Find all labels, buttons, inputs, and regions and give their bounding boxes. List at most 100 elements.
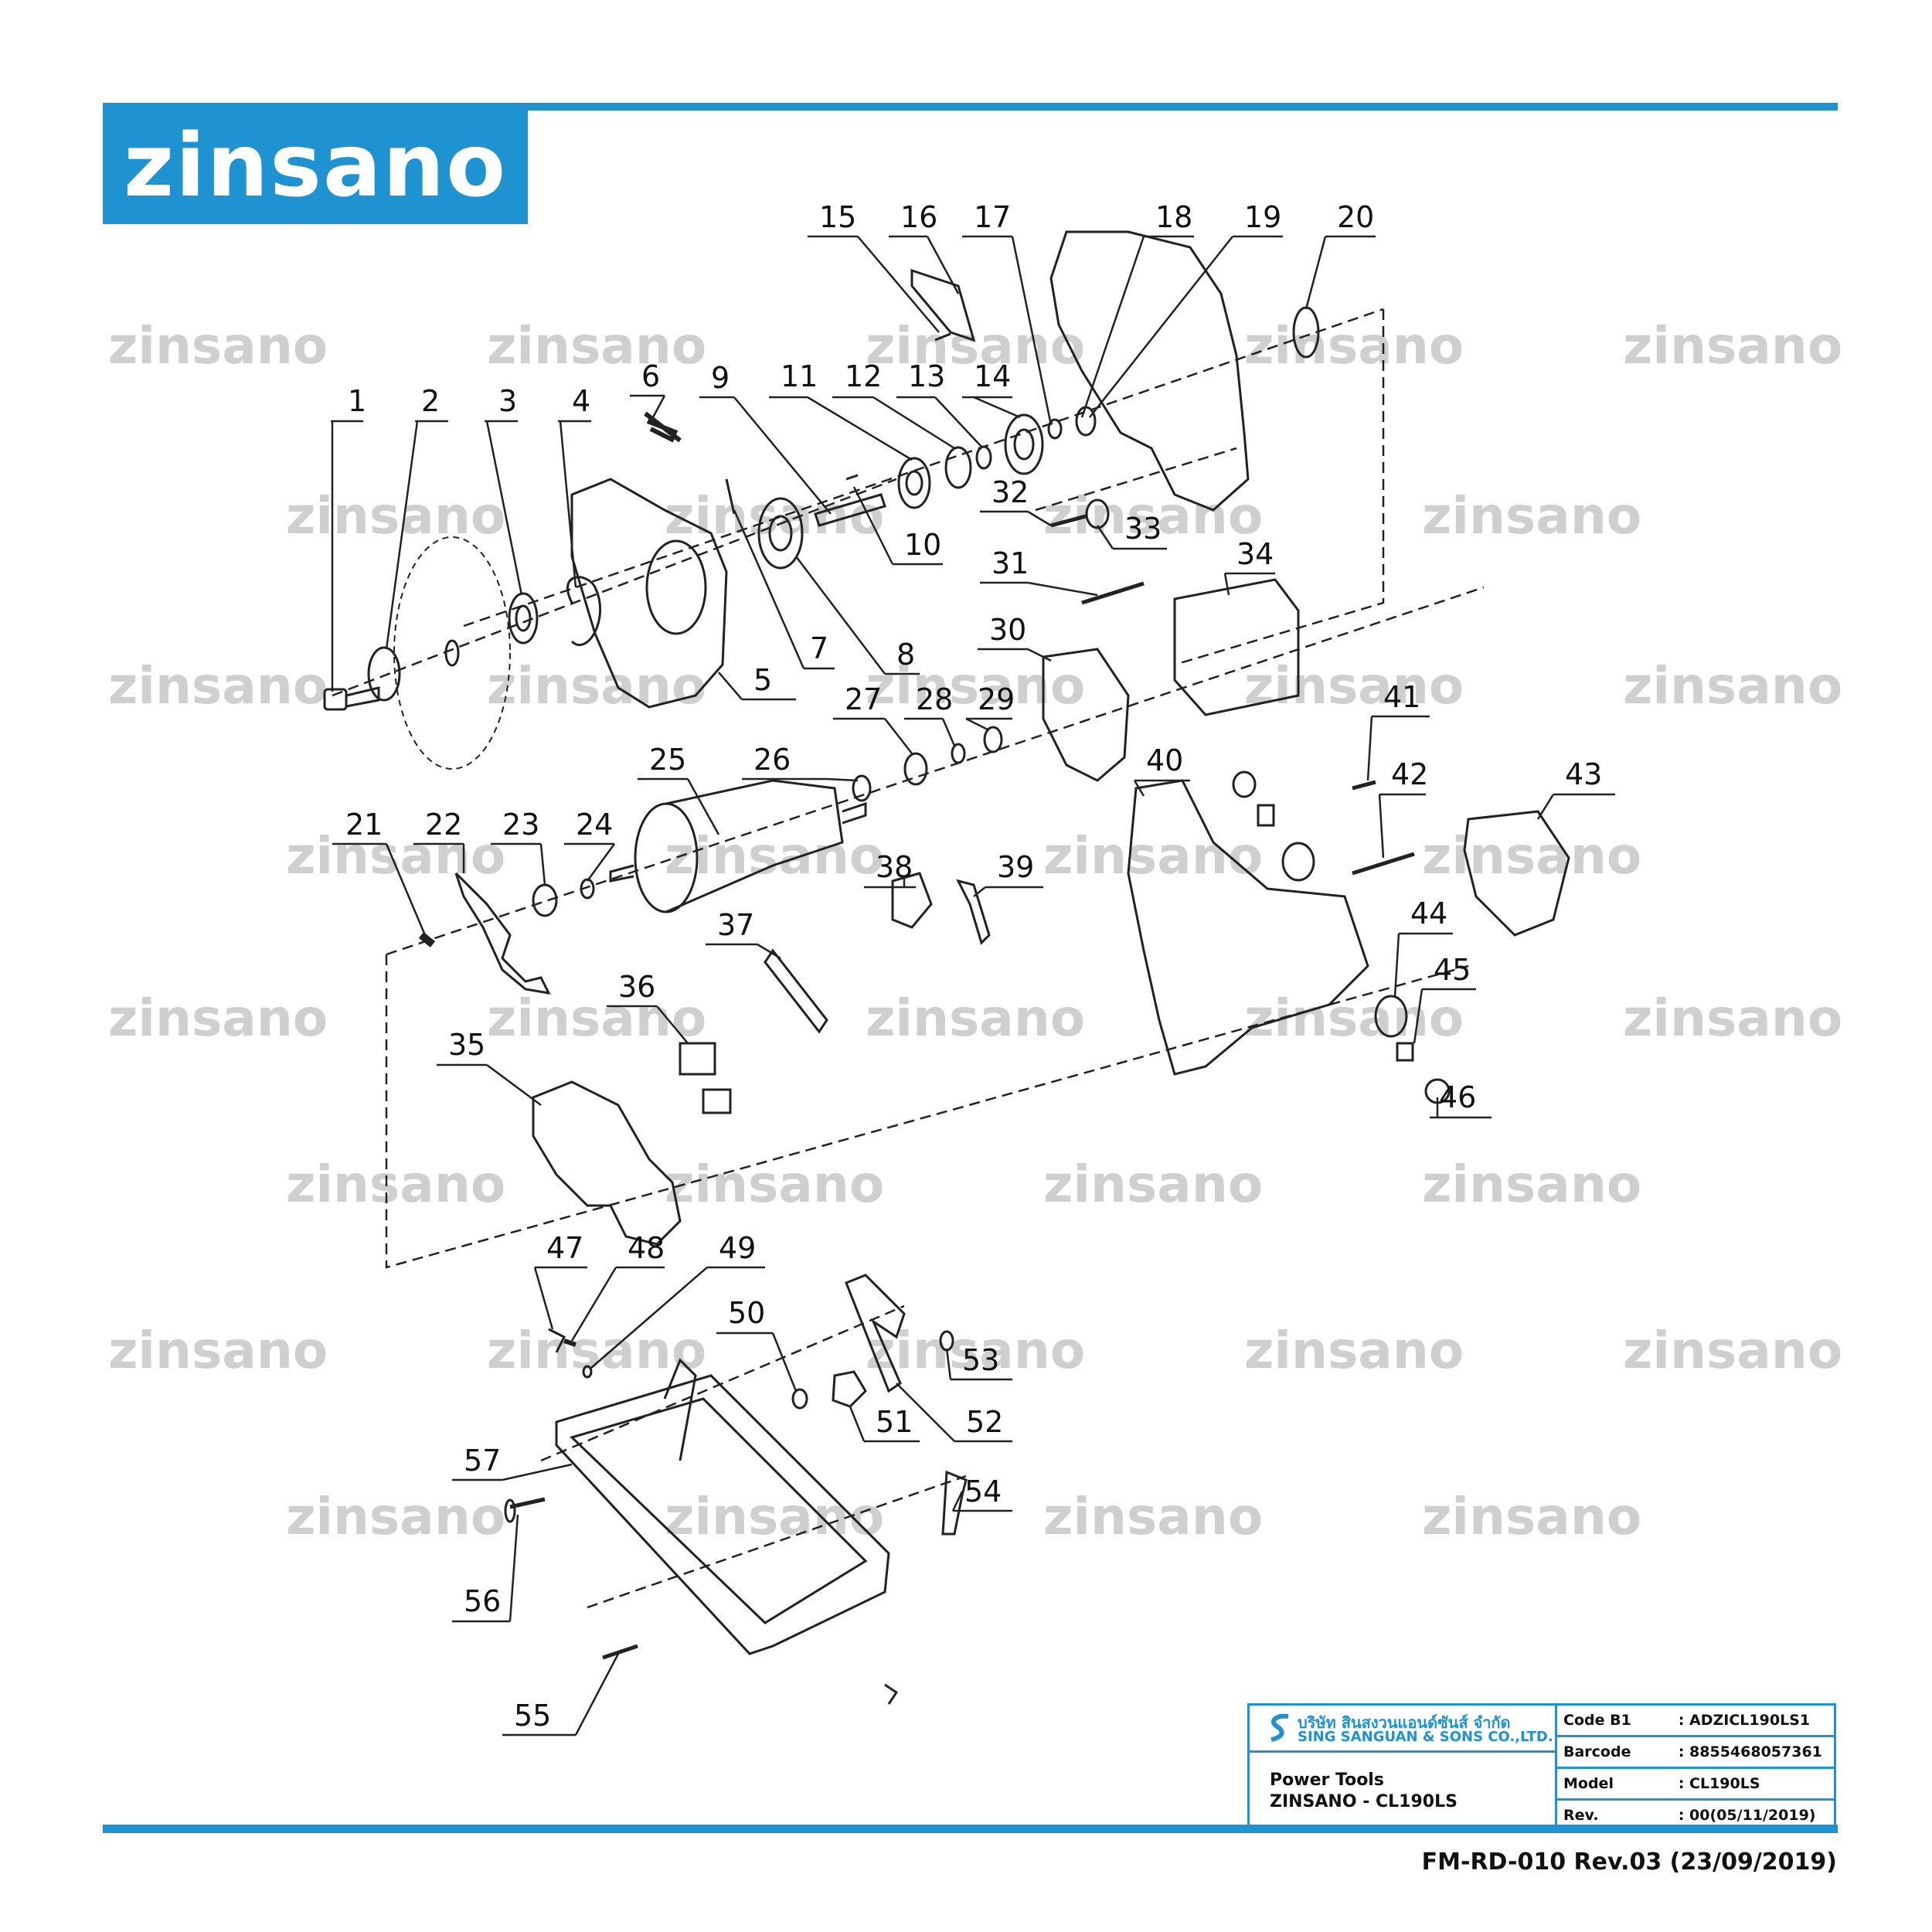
part-number-5: 5: [753, 663, 772, 697]
part-13-washer: [975, 445, 992, 470]
leader-line-12: [832, 396, 955, 450]
part-number-50: 50: [728, 1296, 765, 1330]
part-number-7: 7: [810, 631, 828, 665]
part-number-36: 36: [618, 970, 655, 1004]
brand-logo: zinsano: [103, 108, 528, 224]
part-55-rod: [602, 1644, 638, 1660]
part-number-28: 28: [916, 682, 953, 716]
part-28-washer: [951, 743, 966, 764]
watermark-text: zinsano: [108, 316, 328, 376]
leader-line-51: [849, 1406, 920, 1443]
part-25-armature: [609, 779, 867, 913]
part-5-blade-guard: [570, 478, 728, 709]
watermark-text: zinsano: [108, 1321, 328, 1380]
part-18-gear-housing: [1049, 230, 1250, 512]
watermark-layer: zinsano zinsano zinsano zinsano zinsano zinsa…: [108, 316, 1842, 1546]
assembly-lines: [332, 308, 1485, 1609]
leader-line-9: [699, 396, 832, 515]
watermark-text: zinsano: [286, 826, 505, 886]
leader-line-13: [896, 396, 982, 447]
leader-line-42: [1378, 793, 1426, 859]
row-key: Code B1: [1557, 1706, 1672, 1737]
part-9-spindle: [814, 493, 886, 527]
leader-line-53: [945, 1348, 1012, 1381]
row-value: : CL190LS: [1672, 1767, 1834, 1801]
part-38-cord-clamp: [891, 872, 933, 929]
table-row: Rev. : 00(05/11/2019): [1557, 1800, 1834, 1831]
leader-line-17: [962, 235, 1053, 426]
watermark-text: zinsano: [1623, 988, 1842, 1048]
part-number-45: 45: [1434, 953, 1471, 987]
part-31-screw: [1081, 581, 1145, 605]
part-number-57: 57: [464, 1444, 501, 1478]
leader-line-8: [795, 556, 920, 675]
part-number-2: 2: [421, 384, 440, 418]
leader-line-16: [889, 235, 960, 294]
leader-line-20: [1304, 235, 1376, 310]
part-6-spring: [644, 411, 682, 443]
part-number-26: 26: [753, 743, 791, 777]
part-number-27: 27: [845, 682, 882, 716]
part-50-washer: [791, 1388, 808, 1410]
watermark-text: zinsano: [1422, 1155, 1641, 1214]
part-17-washer: [1047, 418, 1063, 440]
part-number-24: 24: [576, 808, 613, 842]
part-36-switch: [679, 1042, 716, 1076]
watermark-text: zinsano: [866, 656, 1085, 716]
table-row: Barcode : 8855468057361: [1557, 1736, 1834, 1769]
part-number-29: 29: [978, 682, 1015, 716]
watermark-text: zinsano: [286, 1487, 505, 1546]
part-number-9: 9: [711, 361, 730, 395]
leader-line-29: [965, 717, 1012, 732]
leader-line-21: [332, 842, 427, 936]
part-37-cord-sleeve: [764, 948, 828, 1034]
company-name-english: SING SANGUAN & SONS CO.,LTD.: [1298, 1729, 1553, 1745]
watermark-text: zinsano: [108, 656, 328, 716]
part-7-pin: [725, 478, 736, 515]
part-23-bushing: [532, 883, 558, 917]
part-number-16: 16: [900, 200, 937, 234]
part-34-stator: [1173, 578, 1300, 716]
watermark-text: zinsano: [1623, 316, 1842, 376]
part-number-38: 38: [876, 850, 913, 884]
watermark-text: zinsano: [487, 988, 706, 1048]
leader-line-37: [706, 943, 781, 960]
leader-line-46: [1430, 1097, 1492, 1119]
part-number-47: 47: [546, 1231, 583, 1265]
part-number-49: 49: [719, 1231, 756, 1265]
table-row: Model : CL190LS: [1557, 1767, 1834, 1801]
part-number-39: 39: [997, 850, 1034, 884]
row-value: : ADZICL190LS1: [1672, 1706, 1834, 1737]
watermark-text: zinsano: [1043, 1155, 1263, 1214]
leader-line-49: [590, 1266, 765, 1369]
title-block: บริษัท สินสงวนแอนด์ซันส์ จำกัด SING SANG…: [1247, 1703, 1836, 1833]
parts-drawings: [323, 230, 1570, 1705]
part-number-20: 20: [1337, 200, 1374, 234]
leader-line-55: [502, 1653, 620, 1736]
watermark-text: zinsano: [665, 826, 884, 886]
leader-line-25: [638, 777, 720, 835]
part-52-lever: [845, 1274, 906, 1393]
part-number-55: 55: [514, 1699, 551, 1733]
watermark-text: zinsano: [1422, 486, 1641, 546]
leader-line-34: [1223, 572, 1275, 596]
part-number-6: 6: [641, 359, 660, 393]
part-number-1: 1: [348, 384, 366, 418]
part-44-brush-holder: [1374, 995, 1408, 1038]
watermark-text: zinsano: [1244, 316, 1464, 376]
part-number-54: 54: [964, 1475, 1002, 1509]
part-39-plate: [956, 879, 991, 945]
part-number-56: 56: [464, 1584, 501, 1618]
blade-hole: [444, 639, 460, 667]
watermark-text: zinsano: [665, 486, 884, 546]
product-model-line: ZINSANO - CL190LS: [1270, 1792, 1458, 1811]
company-name-thai: บริษัท สินสงวนแอนด์ซันส์ จำกัด: [1298, 1713, 1511, 1732]
part-43-end-cap: [1463, 810, 1570, 937]
part-number-11: 11: [781, 359, 818, 393]
leader-line-18: [1080, 235, 1194, 418]
part-number-40: 40: [1146, 743, 1183, 777]
part-number-41: 41: [1383, 680, 1420, 714]
leader-line-41: [1366, 715, 1430, 781]
leader-line-39: [973, 886, 1043, 897]
brush-cap-upper: [1232, 770, 1257, 798]
